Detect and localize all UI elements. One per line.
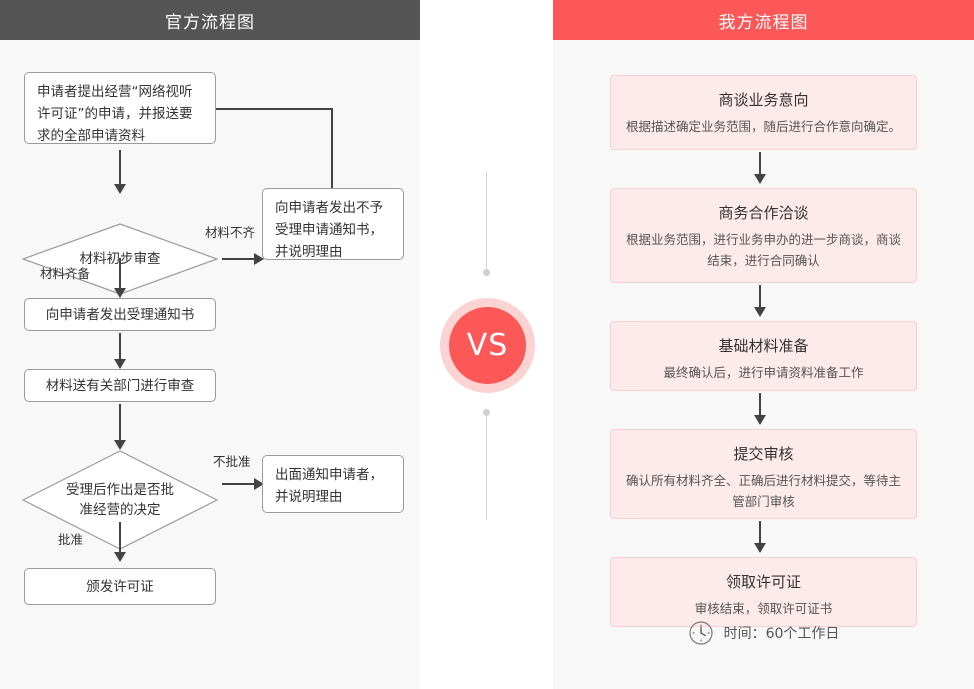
node-application-submit[interactable]: 申请者提出经营“网络视听许可证”的申请，并报送要求的全部申请资料 [24,72,216,144]
step-card-5-title: 领取许可证 [725,573,801,591]
vs-badge-label: VS [466,328,509,363]
step-card-2[interactable]: 商务合作洽谈 根据业务范围，进行业务申办的进一步商谈，商谈结束，进行合同确认 [610,188,917,283]
decision-approval-decision[interactable]: 受理后作出是否批准经营的决定 [22,450,218,550]
step-card-3[interactable]: 基础材料准备 最终确认后，进行申请资料准备工作 [610,321,917,391]
node-reject-notice[interactable]: 向申请者发出不予受理申请通知书，并说明理由 [262,188,404,260]
divider-line-top [486,172,487,272]
divider-line-bottom [486,415,487,520]
step-card-5[interactable]: 领取许可证 审核结束，领取许可证书 [610,557,917,627]
step-card-5-desc: 审核结束，领取许可证书 [694,601,833,616]
step-card-1-desc: 根据描述确定业务范围，随后进行合作意向确定。 [625,119,901,134]
node-issue-license[interactable]: 颁发许可证 [24,568,216,605]
vs-divider [420,0,553,689]
step-card-3-title: 基础材料准备 [718,337,809,355]
vs-badge: VS [440,298,535,393]
step-card-4-desc: 确认所有材料齐全、正确后进行材料提交，等待主管部门审核 [625,473,901,509]
edge-label-not-approved: 不批准 [213,454,251,469]
node-accept-notice[interactable]: 向申请者发出受理通知书 [24,298,216,331]
step-card-4-title: 提交审核 [733,445,794,463]
step-card-1[interactable]: 商谈业务意向 根据描述确定业务范围，随后进行合作意向确定。 [610,75,917,150]
decision-approval-decision-label: 受理后作出是否批准经营的决定 [66,482,174,518]
edge-label-approved: 批准 [58,532,84,547]
official-flow-canvas: 申请者提出经营“网络视听许可证”的申请，并报送要求的全部申请资料 材料初步审查 [0,40,420,689]
our-flow-canvas: 商谈业务意向 根据描述确定业务范围，随后进行合作意向确定。 商务合作洽谈 根据业… [553,40,974,689]
divider-dot-top [483,269,490,276]
node-issue-license-label: 颁发许可证 [86,578,154,595]
duration-footer: 时间：60个工作日 [553,620,974,646]
node-reject-notice-label: 向申请者发出不予受理申请通知书，并说明理由 [275,200,383,260]
step-card-2-title: 商务合作洽谈 [718,204,809,222]
node-application-submit-label: 申请者提出经营“网络视听许可证”的申请，并报送要求的全部申请资料 [37,84,193,144]
node-accept-notice-label: 向申请者发出受理通知书 [45,306,195,323]
our-panel-header: 我方流程图 [553,0,974,40]
our-process-panel: 我方流程图 商谈业务意向 根据描述确定业务范围，随后进行合作意向确定。 商务合作… [553,0,974,689]
edge-label-complete: 材料齐备 [40,266,91,281]
step-card-2-desc: 根据业务范围，进行业务申办的进一步商谈，商谈结束，进行合同确认 [625,232,901,268]
step-card-1-title: 商谈业务意向 [718,91,809,109]
node-reject-decision-notice[interactable]: 出面通知申请者，并说明理由 [262,455,404,513]
our-panel-title: 我方流程图 [718,12,809,33]
edge-label-incomplete: 材料不齐 [205,225,256,240]
step-card-4[interactable]: 提交审核 确认所有材料齐全、正确后进行材料提交，等待主管部门审核 [610,429,917,519]
clock-icon [688,621,713,645]
official-panel-header: 官方流程图 [0,0,420,40]
duration-text: 时间：60个工作日 [723,626,840,642]
node-send-departments-label: 材料送有关部门进行审查 [45,377,195,394]
divider-dot-bottom [483,409,490,416]
official-process-panel: 官方流程图 申请者提出经营“网络视听许可证”的申请，并报送要求的全部申请资料 [0,0,420,689]
official-panel-title: 官方流程图 [165,12,255,33]
node-reject-decision-notice-label: 出面通知申请者，并说明理由 [275,467,383,505]
node-send-departments[interactable]: 材料送有关部门进行审查 [24,369,216,402]
step-card-3-desc: 最终确认后，进行申请资料准备工作 [663,365,864,380]
